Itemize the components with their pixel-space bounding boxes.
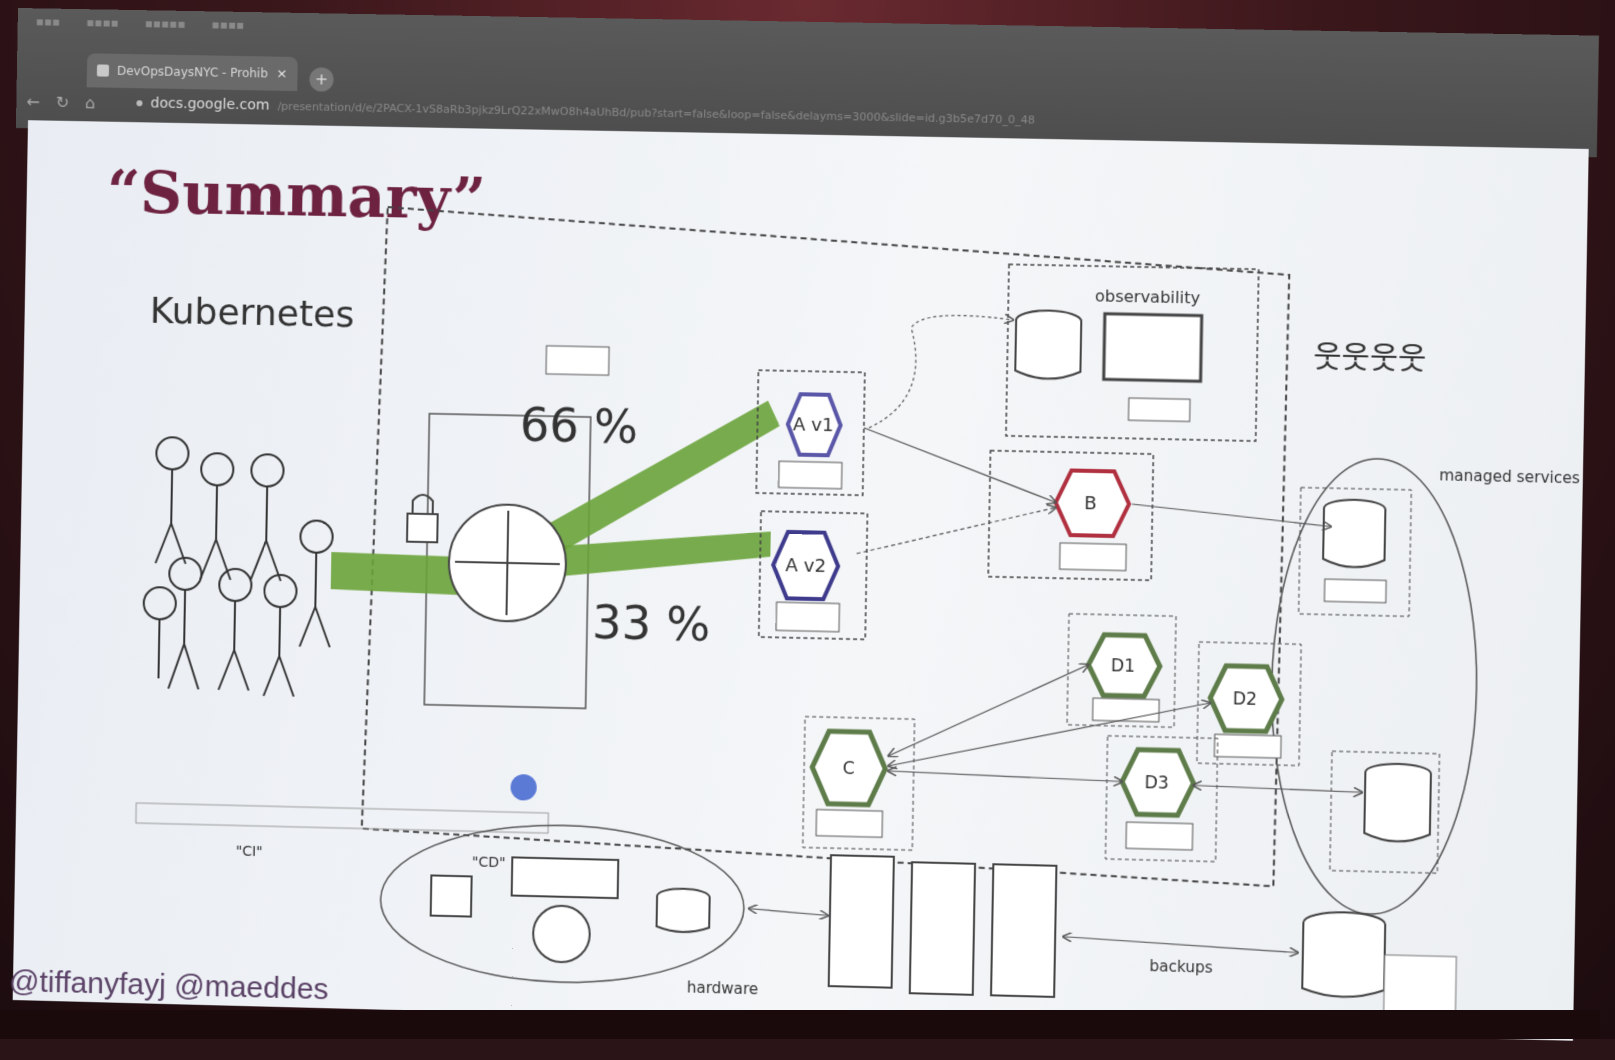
d3-image-icon xyxy=(1126,822,1193,850)
service-a-v2-label: A v2 xyxy=(785,555,826,577)
service-a-v1-label: A v1 xyxy=(793,414,834,436)
menu-item[interactable]: ▪▪▪ xyxy=(35,14,61,29)
backups-label: backups xyxy=(1149,957,1213,977)
menu-bar: ▪▪▪ ▪▪▪▪ ▪▪▪▪▪ ▪▪▪▪ xyxy=(36,14,245,40)
arrow-av2-to-b xyxy=(857,503,1056,558)
backup-database-icon xyxy=(1303,911,1385,935)
container-image-icon xyxy=(546,346,609,375)
kubernetes-label: Kubernetes xyxy=(149,291,354,336)
observability-image-icon xyxy=(1128,398,1190,421)
menu-item[interactable]: ▪▪▪▪ xyxy=(211,17,245,32)
service-d2-label: D2 xyxy=(1233,689,1258,710)
service-c-label: C xyxy=(842,759,854,779)
managed-storage-icon xyxy=(1365,763,1431,783)
url-path: /presentation/d/e/2PACX-1vS8aRb3pjkz9LrQ… xyxy=(277,99,1035,127)
service-a-v1-hexagon xyxy=(787,394,841,456)
projector-bottom-edge xyxy=(0,1010,1600,1039)
arrow-d3-storage xyxy=(1193,785,1362,792)
ci-label: "CI" xyxy=(236,844,263,861)
reload-icon[interactable]: ↻ xyxy=(55,92,70,112)
memory-icon xyxy=(512,857,619,898)
managed-services-label: managed services xyxy=(1439,466,1580,487)
service-d1-label: D1 xyxy=(1111,656,1136,677)
projected-screen: ▪▪▪ ▪▪▪▪ ▪▪▪▪▪ ▪▪▪▪ DevOpsDaysNYC - Proh… xyxy=(0,8,1615,1060)
arrow-hardware-servers xyxy=(749,909,828,916)
c-image-icon xyxy=(816,810,882,838)
service-d3-hexagon xyxy=(1122,749,1195,815)
weight-33-label: 33 % xyxy=(592,595,711,652)
service-a-v2-hexagon xyxy=(773,532,839,600)
service-d1-hexagon xyxy=(1088,634,1160,696)
managed-storage-body xyxy=(1364,772,1431,842)
server-3-icon xyxy=(991,864,1056,997)
hardware-router-icon xyxy=(533,905,590,963)
menu-item[interactable]: ▪▪▪▪▪ xyxy=(144,16,186,31)
tab-close-icon[interactable]: × xyxy=(276,66,288,82)
service-c-hexagon xyxy=(812,731,886,805)
lock-shackle xyxy=(413,495,433,514)
home-icon[interactable]: ⌂ xyxy=(85,92,96,112)
arrow-telemetry xyxy=(869,314,1013,431)
nav-buttons: ← ↻ ⌂ xyxy=(26,86,96,117)
service-b-label: B xyxy=(1084,493,1097,514)
ingress-router-icon xyxy=(448,503,567,622)
hardware-storage-body xyxy=(656,896,709,933)
service-b-hexagon xyxy=(1055,470,1129,536)
service-d3-label: D3 xyxy=(1144,773,1169,794)
a-v2-image-icon xyxy=(776,602,839,632)
lock-icon xyxy=(407,514,438,543)
server-2-icon xyxy=(910,862,975,995)
hardware-label: hardware xyxy=(687,978,759,998)
managed-database-body xyxy=(1323,508,1385,567)
kubernetes-logo-icon xyxy=(510,773,537,801)
cpu-icon xyxy=(431,875,472,916)
new-tab-button[interactable]: + xyxy=(309,67,334,92)
users-crowd-icon xyxy=(142,435,334,698)
a-v1-image-icon xyxy=(779,461,842,489)
cd-label: "CD" xyxy=(472,854,506,871)
url-host: docs.google.com xyxy=(150,95,270,114)
traffic-66 xyxy=(542,396,781,562)
arrow-av1-to-b xyxy=(863,428,1057,503)
service-d2-hexagon xyxy=(1210,665,1283,731)
ci-pipeline-bar xyxy=(136,803,549,833)
browser-tab[interactable]: DevOpsDaysNYC - Prohibitio × xyxy=(86,53,298,92)
slide-title: “Summary” xyxy=(106,158,486,233)
observability-label: observability xyxy=(1095,286,1200,307)
weight-66-label: 66 % xyxy=(519,397,638,454)
arrow-c-d1 xyxy=(889,660,1089,760)
observability-database-body xyxy=(1015,320,1081,379)
managed-db-image-icon xyxy=(1324,579,1386,603)
arrow-b-to-managed xyxy=(1132,504,1331,526)
monitoring-screen-icon xyxy=(1104,314,1202,382)
operators-group-icon: 웃웃웃웃 xyxy=(1313,339,1427,377)
server-1-icon xyxy=(829,855,894,988)
slides-favicon-icon xyxy=(96,64,110,77)
back-arrow-icon[interactable]: ← xyxy=(26,91,40,111)
backup-database-body xyxy=(1302,922,1385,997)
arrow-c-d3 xyxy=(888,771,1122,782)
tab-title: DevOpsDaysNYC - Prohibitio xyxy=(116,63,269,81)
secure-icon xyxy=(136,100,143,107)
b-image-icon xyxy=(1060,543,1127,571)
d2-image-icon xyxy=(1214,734,1281,758)
presentation-slide: “Summary” Kubernetes 66 % 33 % xyxy=(13,120,1589,1041)
traffic-inbound xyxy=(330,552,463,596)
menu-item[interactable]: ▪▪▪▪ xyxy=(86,15,119,30)
slide-diagram: “Summary” Kubernetes 66 % 33 % xyxy=(13,120,1589,1041)
d1-image-icon xyxy=(1093,698,1160,722)
arrow-backups xyxy=(1063,937,1298,953)
backup-network-icon xyxy=(1384,955,1457,1018)
